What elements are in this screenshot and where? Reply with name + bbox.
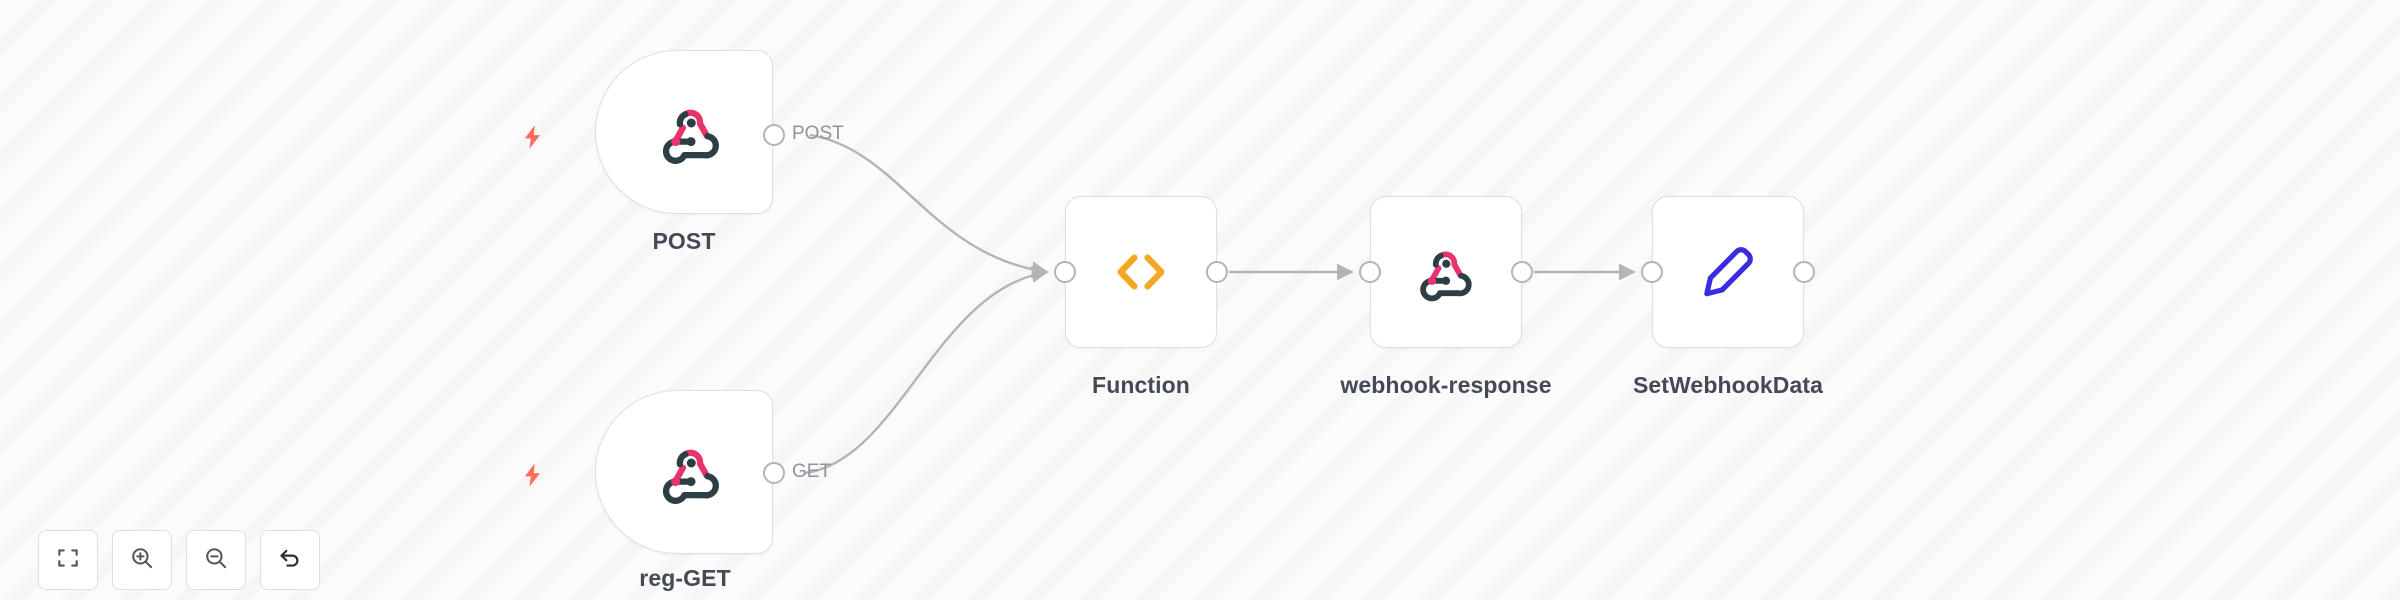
canvas-toolbar [38,530,320,590]
node-caption-set-webhook-data: SetWebhookData [1632,372,1824,398]
webhook-icon [655,436,727,508]
node-reg-get[interactable] [595,390,773,554]
undo-arrow-icon [277,545,303,576]
output-endpoint-function[interactable] [1206,261,1228,283]
connection-post-to-function [809,133,1049,279]
node-caption-post: POST [652,228,716,254]
node-caption-webhook-response: webhook-response [1340,372,1552,398]
node-webhook-response[interactable] [1370,196,1522,348]
input-endpoint-webhook-response[interactable] [1359,261,1381,283]
connection-reggetp-to-function [804,266,1049,475]
node-post[interactable] [595,50,773,214]
zoom-out-button[interactable] [186,530,246,590]
zoom-in-button[interactable] [112,530,172,590]
node-set-webhook-data[interactable] [1652,196,1804,348]
webhook-icon [1413,239,1479,305]
output-port-label-reg-get: GET [792,461,832,482]
trigger-bolt-icon-post [518,120,548,154]
node-caption-function: Function [1092,372,1190,398]
node-caption-reg-get: reg-GET [639,565,731,591]
output-endpoint-post[interactable] [763,124,785,146]
webhook-icon [655,96,727,168]
zoom-out-icon [203,545,229,576]
output-port-label-post: POST [792,123,844,144]
output-endpoint-set-webhook-data[interactable] [1793,261,1815,283]
pen-icon [1695,239,1761,305]
output-endpoint-webhook-response[interactable] [1511,261,1533,283]
trigger-bolt-icon-reg-get [518,458,548,492]
input-endpoint-function[interactable] [1054,261,1076,283]
input-endpoint-set-webhook-data[interactable] [1641,261,1663,283]
zoom-to-fit-button[interactable] [38,530,98,590]
node-function[interactable] [1065,196,1217,348]
zoom-in-icon [129,545,155,576]
fit-screen-icon [55,545,81,576]
output-endpoint-reg-get[interactable] [763,462,785,484]
code-brackets-icon [1108,239,1174,305]
reset-zoom-button[interactable] [260,530,320,590]
